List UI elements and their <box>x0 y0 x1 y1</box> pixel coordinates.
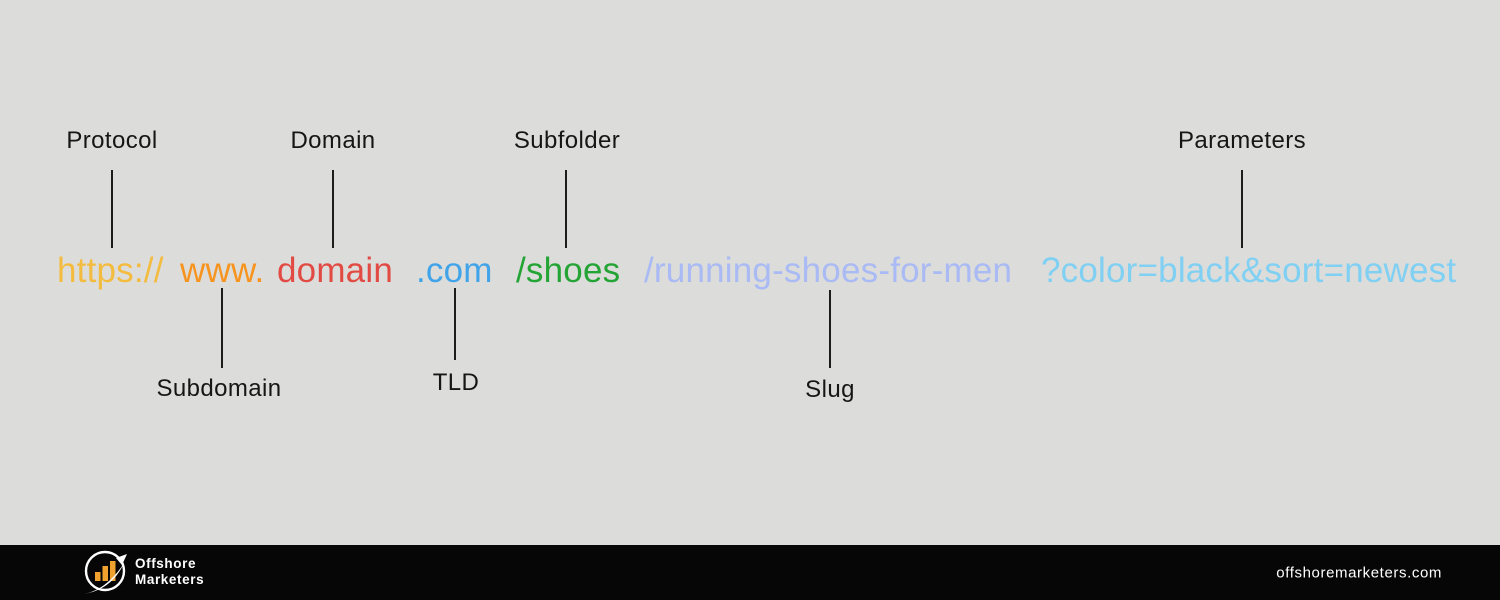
url-segment-subfolder: /shoes <box>516 251 621 290</box>
brand-name-line1: Offshore <box>135 556 197 571</box>
brand-name: Offshore Marketers <box>135 556 204 588</box>
url-segment-slug: /running-shoes-for-men <box>644 251 1013 290</box>
label-slug: Slug <box>805 376 855 403</box>
url-segment-tld: .com <box>416 251 493 290</box>
label-tld: TLD <box>432 369 480 396</box>
brand-name-line2: Marketers <box>135 572 205 587</box>
label-parameters: Parameters <box>1177 127 1307 154</box>
url-segment-protocol: https:// <box>57 251 164 290</box>
footer-bar: Offshore Marketers offshoremarketers.com <box>0 545 1500 600</box>
brand-logo: Offshore Marketers <box>82 549 204 595</box>
label-subdomain: Subdomain <box>156 375 282 402</box>
connector-line-subfolder <box>565 170 567 248</box>
label-domain: Domain <box>290 127 376 154</box>
connector-line-parameters <box>1241 170 1243 248</box>
connector-line-protocol <box>111 170 113 248</box>
url-segment-subdomain: www. <box>180 251 265 290</box>
connector-line-subdomain <box>221 288 223 368</box>
connector-line-domain <box>332 170 334 248</box>
label-protocol: Protocol <box>66 127 158 154</box>
footer-website-text: offshoremarketers.com <box>1276 564 1442 581</box>
url-segment-domain: domain <box>277 251 393 290</box>
growth-chart-icon <box>82 549 128 595</box>
connector-line-slug <box>829 290 831 368</box>
url-segment-parameters: ?color=black&sort=newest <box>1041 251 1457 290</box>
connector-line-tld <box>454 288 456 360</box>
label-subfolder: Subfolder <box>513 127 621 154</box>
